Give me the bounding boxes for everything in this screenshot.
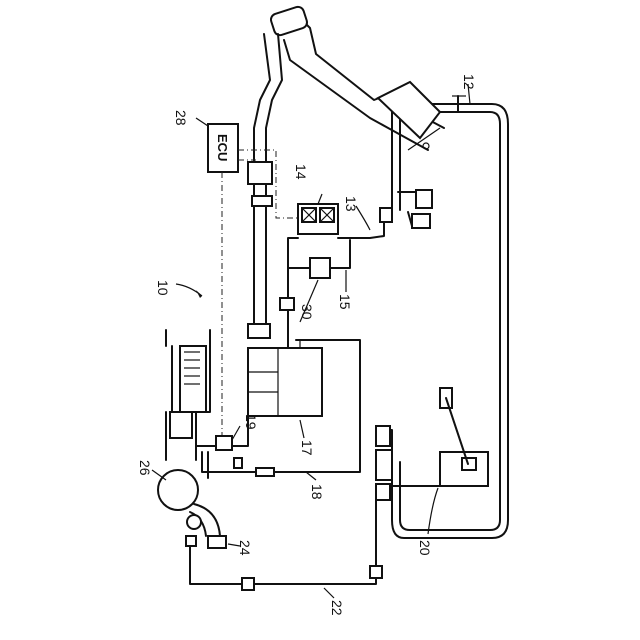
label-19: 19 (243, 414, 259, 430)
label-18: 18 (309, 484, 325, 500)
label-12: 12 (461, 74, 477, 90)
ecu-box: ECU (208, 124, 238, 172)
reference-labels: 10 12 13 14 15 17 18 19 20 22 24 26 28 3… (137, 74, 477, 616)
intake-duct (248, 34, 282, 338)
purge-valve (196, 416, 274, 478)
filler-neck (269, 5, 444, 150)
label-17: 17 (299, 440, 315, 456)
tank-top-valves (398, 190, 432, 228)
label-15: 15 (337, 294, 353, 310)
engine-block (166, 330, 210, 460)
fuel-pump-module (376, 388, 488, 500)
label-10: 10 (155, 280, 171, 296)
label-20: 20 (417, 540, 433, 556)
label-14: 14 (293, 164, 309, 180)
label-24: 24 (237, 540, 253, 556)
ecu-signal-line-2 (218, 172, 222, 440)
label-13: 13 (343, 196, 359, 212)
ecu-label: ECU (215, 134, 230, 161)
label-26: 26 (137, 460, 153, 476)
label-30: 30 (299, 304, 315, 320)
label-22: 22 (329, 600, 345, 616)
canister-valve (298, 204, 338, 234)
label-28: 28 (173, 110, 189, 126)
